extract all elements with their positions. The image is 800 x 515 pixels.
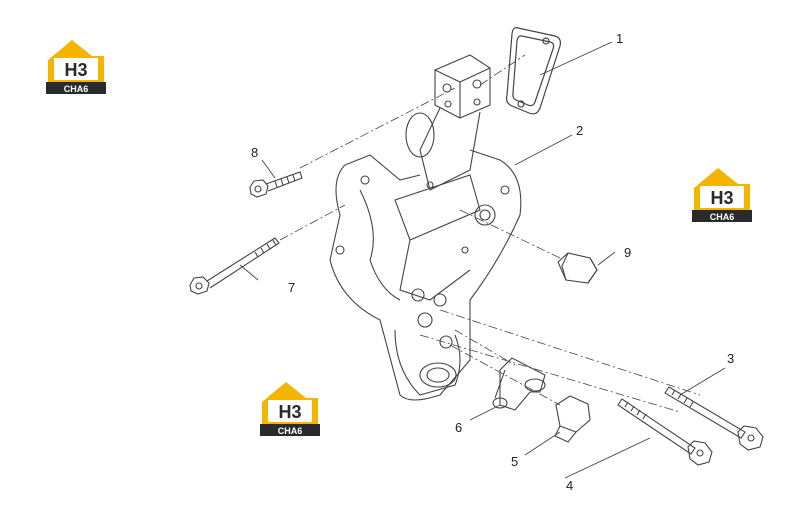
callout-9: 9 — [624, 245, 631, 260]
logo-mark: H3 — [710, 188, 733, 208]
bolt-8 — [249, 171, 303, 198]
elbow-fitting-6 — [492, 357, 546, 411]
gasket — [505, 27, 562, 115]
callout-8: 8 — [251, 145, 258, 160]
bolt-4 — [617, 398, 713, 466]
callout-5: 5 — [511, 454, 518, 469]
leader-lines — [239, 41, 726, 479]
callout-7: 7 — [288, 280, 295, 295]
callout-1: 1 — [616, 31, 623, 46]
logo-text: CHA6 — [64, 84, 89, 94]
callout-6: 6 — [455, 420, 462, 435]
callout-3: 3 — [727, 351, 734, 366]
logo-text: CHA6 — [278, 426, 303, 436]
assembly-lines — [279, 54, 701, 413]
callout-2: 2 — [576, 123, 583, 138]
logo-watermark-top-left: H3 CHA6 — [44, 36, 108, 96]
logo-mark: H3 — [64, 60, 87, 80]
logo-watermark-bottom-left: H3 CHA6 — [258, 378, 322, 438]
bolt-7 — [189, 237, 280, 295]
cap-plug-5 — [554, 395, 591, 443]
logo-text: CHA6 — [710, 212, 735, 222]
bracket-housing — [329, 54, 522, 401]
callout-4: 4 — [566, 478, 573, 493]
logo-watermark-right: H3 CHA6 — [690, 164, 754, 224]
bolt-3 — [664, 386, 764, 451]
plug-9 — [557, 252, 598, 284]
logo-mark: H3 — [278, 402, 301, 422]
